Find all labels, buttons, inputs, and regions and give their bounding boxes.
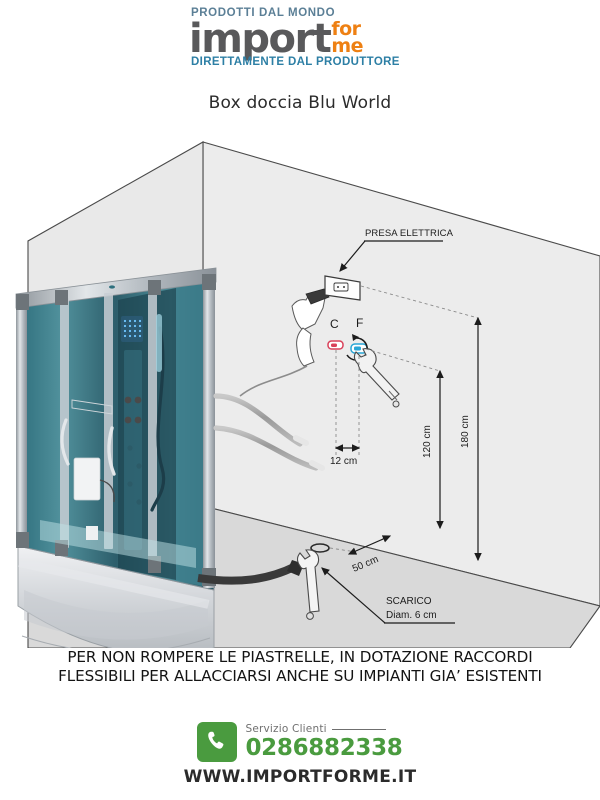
cabin-led-panel <box>121 316 143 342</box>
claim-line-2: FLESSIBILI PER ALLACCIARSI ANCHE SU IMPI… <box>58 667 542 686</box>
phone-number[interactable]: 0286882338 <box>245 735 403 762</box>
contact-text-block: Servizio Clienti 0286882338 <box>245 723 402 760</box>
label-scarico-diam: Diam. 6 cm <box>386 610 437 621</box>
label-valve-f: F <box>356 316 363 330</box>
wrench-drain-icon <box>296 549 320 620</box>
label-valve-c: C <box>330 317 339 331</box>
service-label: Servizio Clienti <box>245 723 327 736</box>
socket-annotation: PRESA ELETTRICA <box>339 228 454 272</box>
wrench-valves-icon <box>353 348 400 408</box>
logo-wordmark-import: import <box>189 16 332 63</box>
logo-word-me: me <box>331 34 364 57</box>
label-dim-120cm: 120 cm <box>422 425 433 458</box>
valve-hot-c <box>327 340 344 350</box>
dimension-12cm: 12 cm <box>330 350 361 467</box>
service-rule <box>331 729 386 731</box>
claim-line-1: PER NON ROMPERE LE PIASTRELLE, IN DOTAZI… <box>67 648 533 666</box>
label-dim-12cm: 12 cm <box>330 456 357 467</box>
page-title: Box doccia Blu World <box>208 93 392 113</box>
contact-footer: Servizio Clienti 0286882338 WWW.IMPORTFO… <box>0 722 600 787</box>
drain-annotation: SCARICO Diam. 6 cm <box>321 567 455 624</box>
label-dim-180cm: 180 cm <box>460 415 471 448</box>
phone-icon <box>197 722 238 762</box>
logo-wordmark-forme: for me <box>331 17 364 57</box>
claim-text: PER NON ROMPERE LE PIASTRELLE, IN DOTAZI… <box>0 648 600 687</box>
supply-hoses <box>213 393 325 471</box>
dimension-120cm: 120 cm <box>365 348 444 530</box>
hand-with-plug <box>239 288 330 397</box>
brand-logo: PRODOTTI DAL MONDO import for me DIRETTA… <box>0 7 600 69</box>
contact-row: Servizio Clienti 0286882338 <box>197 722 403 762</box>
website-url[interactable]: WWW.IMPORTFORME.IT <box>183 767 417 787</box>
logo-wordmark-row: import for me <box>189 16 411 63</box>
installation-diagram: PRESA ELETTRICA C F 12 cm <box>0 128 600 648</box>
electric-socket <box>324 275 361 301</box>
label-presa-elettrica: PRESA ELETTRICA <box>365 228 454 239</box>
drain-opening <box>310 543 330 553</box>
dimension-180cm: 180 cm <box>360 285 482 562</box>
label-scarico: SCARICO <box>386 596 432 607</box>
shower-cabin <box>15 267 217 648</box>
logo-tagline-top: PRODOTTI DAL MONDO <box>191 7 336 19</box>
logo-word-for: for <box>331 17 361 40</box>
logo-tagline-bottom: DIRETTAMENTE DAL PRODUTTORE <box>191 56 400 69</box>
service-line: Servizio Clienti <box>245 723 402 735</box>
logo-lockup: PRODOTTI DAL MONDO import for me DIRETTA… <box>189 7 411 69</box>
